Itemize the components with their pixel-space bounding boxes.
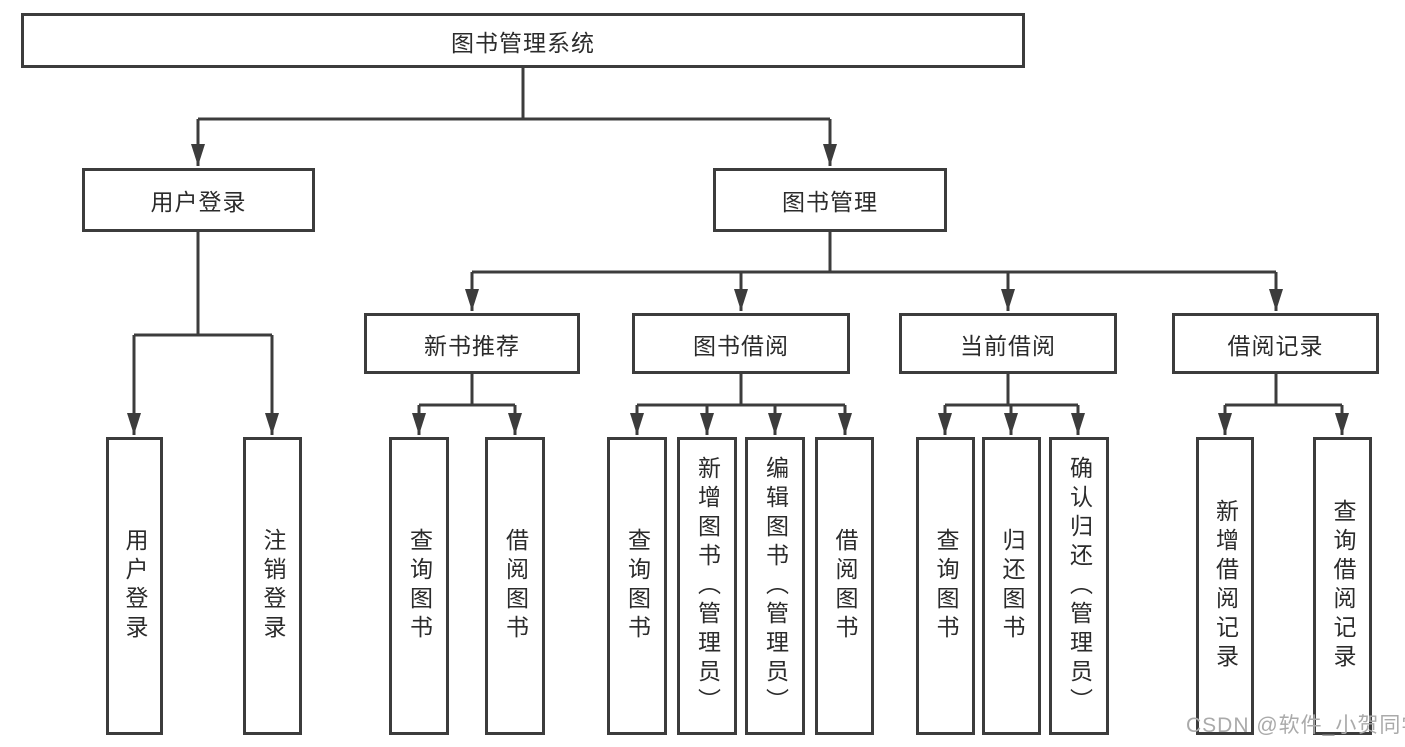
leaf-records-query-record: 查询借阅记录 (1313, 437, 1372, 735)
node-root-system: 图书管理系统 (21, 13, 1025, 68)
edges-book-borrow-children (630, 374, 852, 435)
edges-user-login-children (127, 232, 279, 435)
leaf-recommend-query-books: 查询图书 (389, 437, 449, 735)
leaf-borrow-add-books-admin: 新增图书（管理员） (677, 437, 737, 735)
node-current-borrow: 当前借阅 (899, 313, 1117, 374)
csdn-watermark: CSDN @软件_小贺同学 (1186, 714, 1405, 737)
node-user-login: 用户登录 (82, 168, 315, 232)
leaf-current-confirm-return-admin: 确认归还（管理员） (1049, 437, 1109, 735)
leaf-logout: 注销登录 (243, 437, 302, 735)
edges-root-to-level2 (191, 68, 837, 166)
edges-book-management-children (465, 232, 1283, 311)
leaf-current-return-books: 归还图书 (982, 437, 1041, 735)
edges-current-borrow-children (938, 374, 1085, 435)
leaf-user-login: 用户登录 (106, 437, 163, 735)
edges-new-book-children (412, 374, 522, 435)
node-new-book-recommend: 新书推荐 (364, 313, 580, 374)
leaf-borrow-edit-books-admin: 编辑图书（管理员） (745, 437, 805, 735)
node-book-management: 图书管理 (713, 168, 947, 232)
leaf-records-add-record: 新增借阅记录 (1196, 437, 1254, 735)
edges-borrow-records-children (1218, 374, 1349, 435)
leaf-borrow-query-books: 查询图书 (607, 437, 667, 735)
node-borrow-records: 借阅记录 (1172, 313, 1379, 374)
leaf-recommend-borrow-books: 借阅图书 (485, 437, 545, 735)
node-book-borrow: 图书借阅 (632, 313, 850, 374)
leaf-borrow-borrow-books: 借阅图书 (815, 437, 874, 735)
leaf-current-query-books: 查询图书 (916, 437, 975, 735)
